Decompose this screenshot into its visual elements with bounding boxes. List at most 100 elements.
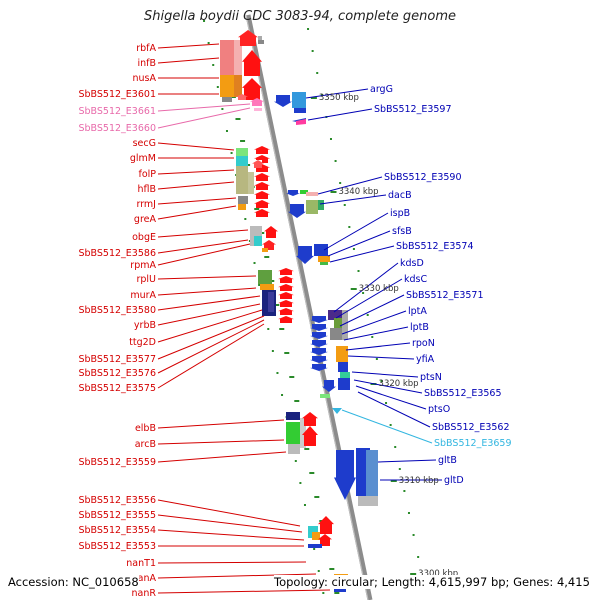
tick-mark: [403, 490, 406, 492]
gene-arrow: [334, 450, 356, 500]
gene-arrow: [278, 276, 294, 283]
leader-line: [157, 561, 307, 564]
backbone-line: [245, 14, 373, 600]
gene-label-left: SbBS512_E3660: [78, 123, 156, 134]
gene-label-right: SbBS512_E3571: [406, 290, 484, 301]
gene-label-left: elbB: [135, 423, 156, 434]
tick-mark: [334, 592, 340, 594]
gene-label-left: infB: [137, 58, 156, 69]
leader-line: [341, 409, 433, 444]
gene-arrow: [254, 146, 270, 154]
leader-line: [157, 197, 237, 205]
gene-arrow: [254, 209, 270, 217]
gene-label-right: SbBS512_E3565: [424, 388, 502, 399]
gene-label-left: yrbB: [134, 320, 156, 331]
gene-block: [286, 422, 300, 444]
leader-line: [157, 589, 331, 594]
gene-arrow: [278, 284, 294, 291]
leader-line: [157, 514, 303, 533]
leader-line: [341, 310, 407, 335]
gene-arrow: [310, 356, 328, 363]
tick-mark: [254, 208, 260, 210]
tick-mark: [258, 284, 261, 286]
gene-arrow: [278, 268, 294, 275]
gene-label-left: nusA: [133, 73, 157, 84]
gene-arrow: [278, 308, 294, 315]
label-leader-lines: [157, 43, 442, 594]
gene-label-left: SbBS512_E3586: [78, 248, 156, 259]
gene-label-left: rpmA: [130, 260, 156, 271]
gene-block: [286, 412, 300, 420]
gene-label-left: SbBS512_E3577: [78, 354, 156, 365]
gene-block: [338, 362, 348, 372]
tick-mark: [407, 512, 410, 514]
gene-label-right: argG: [370, 84, 393, 95]
pseudo-gene: [296, 119, 306, 125]
tick-mark: [309, 472, 315, 474]
leader-line: [157, 275, 257, 280]
gene-label-left: nanR: [132, 588, 157, 599]
gene-block: [320, 262, 328, 265]
leader-line: [351, 371, 419, 378]
leader-line: [157, 181, 235, 190]
gene-block: [318, 200, 324, 210]
leader-line: [157, 243, 251, 266]
gene-block: [236, 166, 248, 194]
leader-line: [323, 212, 389, 251]
gene-block: [236, 148, 248, 156]
gene-arrow: [242, 50, 262, 76]
gene-block: [234, 40, 242, 75]
leader-line: [353, 379, 423, 394]
gene-block: [340, 372, 350, 378]
gene-label-right: lptA: [408, 306, 427, 317]
gene-arrow: [302, 426, 318, 446]
tick-mark: [380, 380, 383, 382]
leader-line: [157, 43, 220, 49]
leader-line: [377, 459, 437, 463]
gene-arrow: [310, 364, 328, 371]
gene-label-left: hflB: [137, 184, 156, 195]
tick-mark: [253, 262, 256, 264]
tick-mark: [417, 556, 420, 558]
tick-mark: [352, 248, 355, 250]
leader-line: [157, 239, 249, 254]
leader-line: [157, 315, 265, 360]
gene-label-left: SbBS512_E3575: [78, 383, 156, 394]
leader-line: [317, 176, 383, 195]
leader-line: [333, 262, 399, 313]
gene-label-right: gltD: [444, 475, 464, 486]
gene-label-left: SbBS512_E3553: [78, 541, 156, 552]
gene-block: [238, 196, 248, 204]
gene-arrow: [238, 30, 258, 46]
gene-block: [366, 450, 378, 496]
gene-block: [338, 378, 350, 390]
tick-mark: [276, 372, 279, 374]
gene-label-left: glmM: [130, 153, 156, 164]
scale-label: 3310 kbp: [399, 476, 439, 486]
tick-mark: [362, 292, 365, 294]
gene-block: [254, 236, 262, 246]
gene-block: [306, 200, 318, 214]
gene-block: [300, 418, 306, 448]
leader-line: [157, 107, 251, 129]
scale-label: 3320 kbp: [379, 379, 419, 389]
gene-label-left: SbBS512_E3559: [78, 457, 156, 468]
scale-label: 3340 kbp: [338, 187, 378, 197]
gene-label-right: kdsC: [404, 274, 427, 285]
gene-label-right: dacB: [388, 190, 412, 201]
tick-mark: [212, 64, 215, 66]
gene-arrow: [302, 412, 318, 426]
gene-block: [254, 108, 262, 111]
tick-mark: [348, 226, 351, 228]
tick-mark: [371, 336, 374, 338]
tick-mark: [412, 534, 415, 536]
gene-block: [342, 310, 348, 340]
gene-label-left: secG: [133, 138, 156, 149]
leader-line: [157, 499, 301, 527]
gene-block: [268, 292, 274, 312]
leader-line: [335, 278, 403, 319]
tick-mark: [394, 446, 397, 448]
gene-block: [236, 156, 248, 166]
